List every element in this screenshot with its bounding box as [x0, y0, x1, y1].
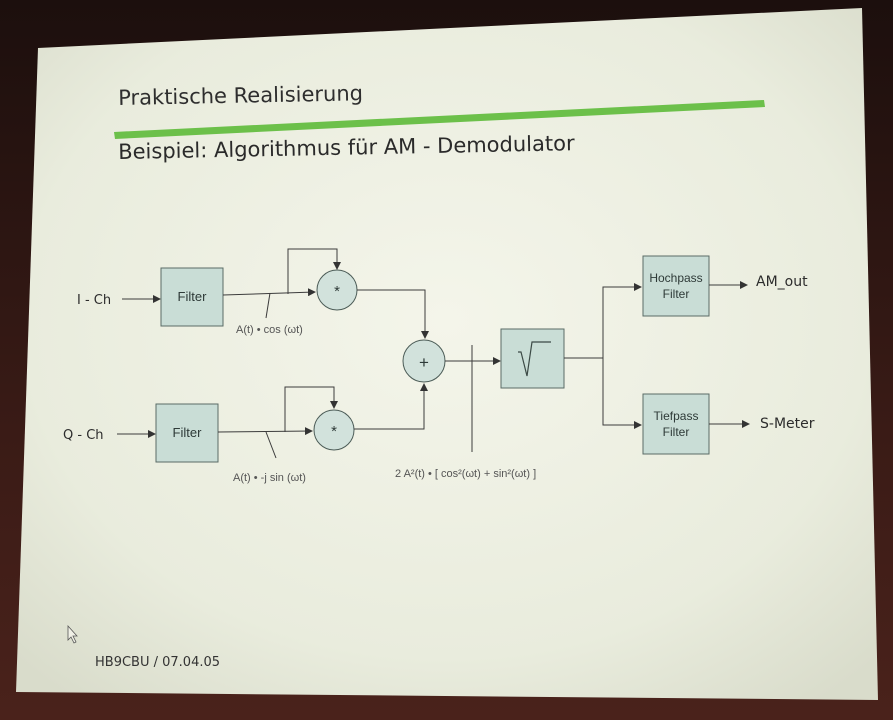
- annotation-power: 2 A²(t) • [ cos²(ωt) + sin²(ωt) ]: [395, 468, 536, 480]
- title-underline: [114, 100, 765, 139]
- tiefpass-filter-block: Tiefpass Filter: [642, 393, 710, 455]
- input-label-i: I - Ch: [77, 293, 111, 308]
- output-label-am: AM_out: [756, 274, 808, 290]
- multiplier-q: *: [313, 409, 355, 451]
- filter-block-q: Filter: [155, 403, 219, 463]
- wire-i-to-sum: [357, 289, 429, 339]
- wire-q-feedback: [284, 386, 338, 432]
- hochpass-label-line1: Hochpass: [649, 271, 702, 285]
- summer-symbol: +: [419, 353, 429, 372]
- tick-i: [265, 292, 271, 319]
- output-label-smeter: S-Meter: [760, 416, 815, 432]
- hochpass-label-line2: Filter: [663, 287, 690, 301]
- wire-q-to-sum: [354, 383, 428, 430]
- sqrt-block: [500, 328, 565, 389]
- wire-q-to-mult: [217, 427, 313, 436]
- square-root-icon: [518, 341, 551, 377]
- multiplier-i: *: [316, 269, 358, 311]
- annotation-i-signal: A(t) • cos (ωt): [236, 324, 303, 336]
- summer: +: [402, 339, 446, 383]
- slide-footer: HB9CBU / 07.04.05: [95, 655, 221, 670]
- wire-i-feedback: [287, 248, 341, 294]
- tiefpass-label-line1: Tiefpass: [654, 409, 699, 423]
- wire-to-tiefpass: [602, 358, 642, 429]
- filter-block-i-label: Filter: [178, 289, 208, 304]
- tick-q: [265, 431, 277, 459]
- filter-block-i: Filter: [160, 267, 224, 327]
- multiplier-i-symbol: *: [334, 283, 340, 300]
- wire-i-to-mult: [222, 288, 316, 297]
- wire-to-hochpass: [602, 283, 642, 358]
- annotation-q-signal: A(t) • -j sin (ωt): [233, 472, 306, 484]
- input-label-q: Q - Ch: [63, 428, 104, 443]
- filter-block-q-label: Filter: [173, 425, 203, 440]
- hochpass-filter-block: Hochpass Filter: [642, 255, 710, 317]
- tiefpass-label-line2: Filter: [663, 425, 690, 439]
- mouse-cursor-icon: [67, 624, 78, 644]
- multiplier-q-symbol: *: [331, 423, 337, 440]
